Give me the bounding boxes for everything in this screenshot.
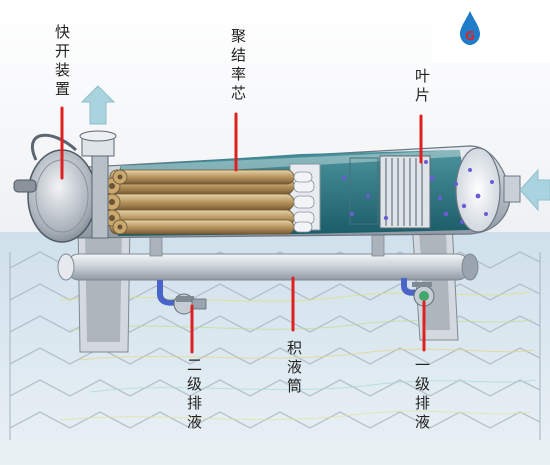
liquid-droplets	[341, 160, 494, 224]
label-coalescer: 聚结率芯	[229, 28, 247, 104]
indicator-lines	[60, 106, 426, 354]
label-sump: 积液筒	[285, 340, 303, 397]
gas-outlet-arrow	[80, 85, 116, 125]
sump-pipe	[57, 227, 479, 281]
vane-pack	[349, 155, 431, 229]
flow-streaks	[59, 291, 537, 421]
stage1-drain-valve	[401, 278, 435, 307]
logo-letter: G	[465, 29, 475, 43]
label-vane: 叶片	[413, 68, 431, 106]
label-quick-open: 快开装置	[53, 24, 71, 100]
label-stage2-drain: 二级排液	[185, 357, 203, 433]
stage2-drain-valve	[157, 280, 207, 315]
droplet-icon	[460, 11, 480, 45]
gas-outlet-nozzle	[79, 130, 117, 157]
brand-logo: G	[460, 11, 480, 45]
logo-panel	[432, 0, 550, 62]
gas-inlet-arrow	[519, 168, 550, 212]
coalescer-cartridges	[103, 163, 321, 235]
label-stage1-drain: 一级排液	[413, 357, 431, 433]
